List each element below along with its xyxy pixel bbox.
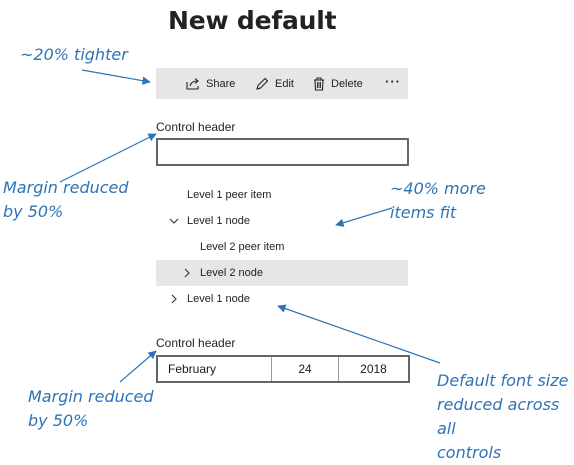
command-bar: Share Edit Delete ··· (156, 68, 408, 99)
delete-label: Delete (331, 77, 363, 90)
more-icon: ··· (385, 74, 401, 89)
share-label: Share (206, 77, 236, 90)
annotation-margin-top: Margin reduced by 50% (3, 176, 129, 224)
date-picker-year[interactable]: 2018 (360, 362, 387, 376)
arrow-tighter (81, 69, 151, 85)
share-button[interactable]: Share (186, 68, 235, 99)
textbox-header: Control header (156, 120, 236, 134)
tree-item-label: Level 1 node (187, 293, 250, 305)
annotation-line: Default font size (437, 371, 569, 390)
tree-item-level1-node-expanded[interactable]: Level 1 node (156, 208, 408, 234)
date-picker-month[interactable]: February (158, 357, 272, 381)
page-title: New default (168, 6, 337, 35)
tree-item-level1-node-collapsed[interactable]: Level 1 node (156, 286, 408, 312)
annotation-line: controls (437, 443, 502, 462)
delete-button[interactable]: Delete (313, 68, 363, 99)
annotation-margin-bottom: Margin reduced by 50% (28, 385, 154, 433)
annotation-more-items: ~40% more items fit (390, 177, 486, 225)
date-picker[interactable]: February 24 2018 (156, 355, 410, 383)
date-picker-day[interactable]: 24 (272, 357, 339, 381)
delete-icon (313, 76, 325, 91)
tree-item-label: Level 1 peer item (187, 189, 272, 201)
text-input[interactable] (156, 138, 409, 166)
annotation-line: reduced across all (437, 395, 560, 438)
tree-item-level2-node-selected[interactable]: Level 2 node (156, 260, 408, 286)
tree-view: Level 1 peer item Level 1 node Level 2 p… (156, 182, 408, 312)
tree-item-label: Level 2 peer item (200, 241, 285, 253)
tree-item-label: Level 2 node (200, 267, 263, 279)
annotation-line: by 50% (28, 411, 89, 430)
edit-icon (255, 77, 269, 91)
annotation-tighter: ~20% tighter (20, 45, 128, 64)
tree-item-level2-peer[interactable]: Level 2 peer item (156, 234, 408, 260)
datepicker-header: Control header (156, 336, 236, 350)
chevron-right-icon[interactable] (182, 268, 192, 278)
annotation-line: ~40% more (390, 179, 486, 198)
annotation-line: by 50% (3, 202, 64, 221)
annotation-line: items fit (390, 203, 457, 222)
annotation-line: Margin reduced (3, 178, 129, 197)
more-button[interactable]: ··· (385, 74, 401, 89)
share-icon (186, 77, 200, 90)
annotation-line: Margin reduced (28, 387, 154, 406)
chevron-right-icon[interactable] (169, 294, 179, 304)
edit-label: Edit (275, 77, 294, 90)
tree-item-label: Level 1 node (187, 215, 250, 227)
edit-button[interactable]: Edit (255, 68, 294, 99)
chevron-down-icon[interactable] (169, 216, 179, 226)
annotation-font-size: Default font size reduced across all con… (437, 369, 574, 465)
arrow-margin-bottom (119, 350, 157, 383)
arrow-margin-top (59, 133, 157, 183)
tree-item-level1-peer[interactable]: Level 1 peer item (156, 182, 408, 208)
